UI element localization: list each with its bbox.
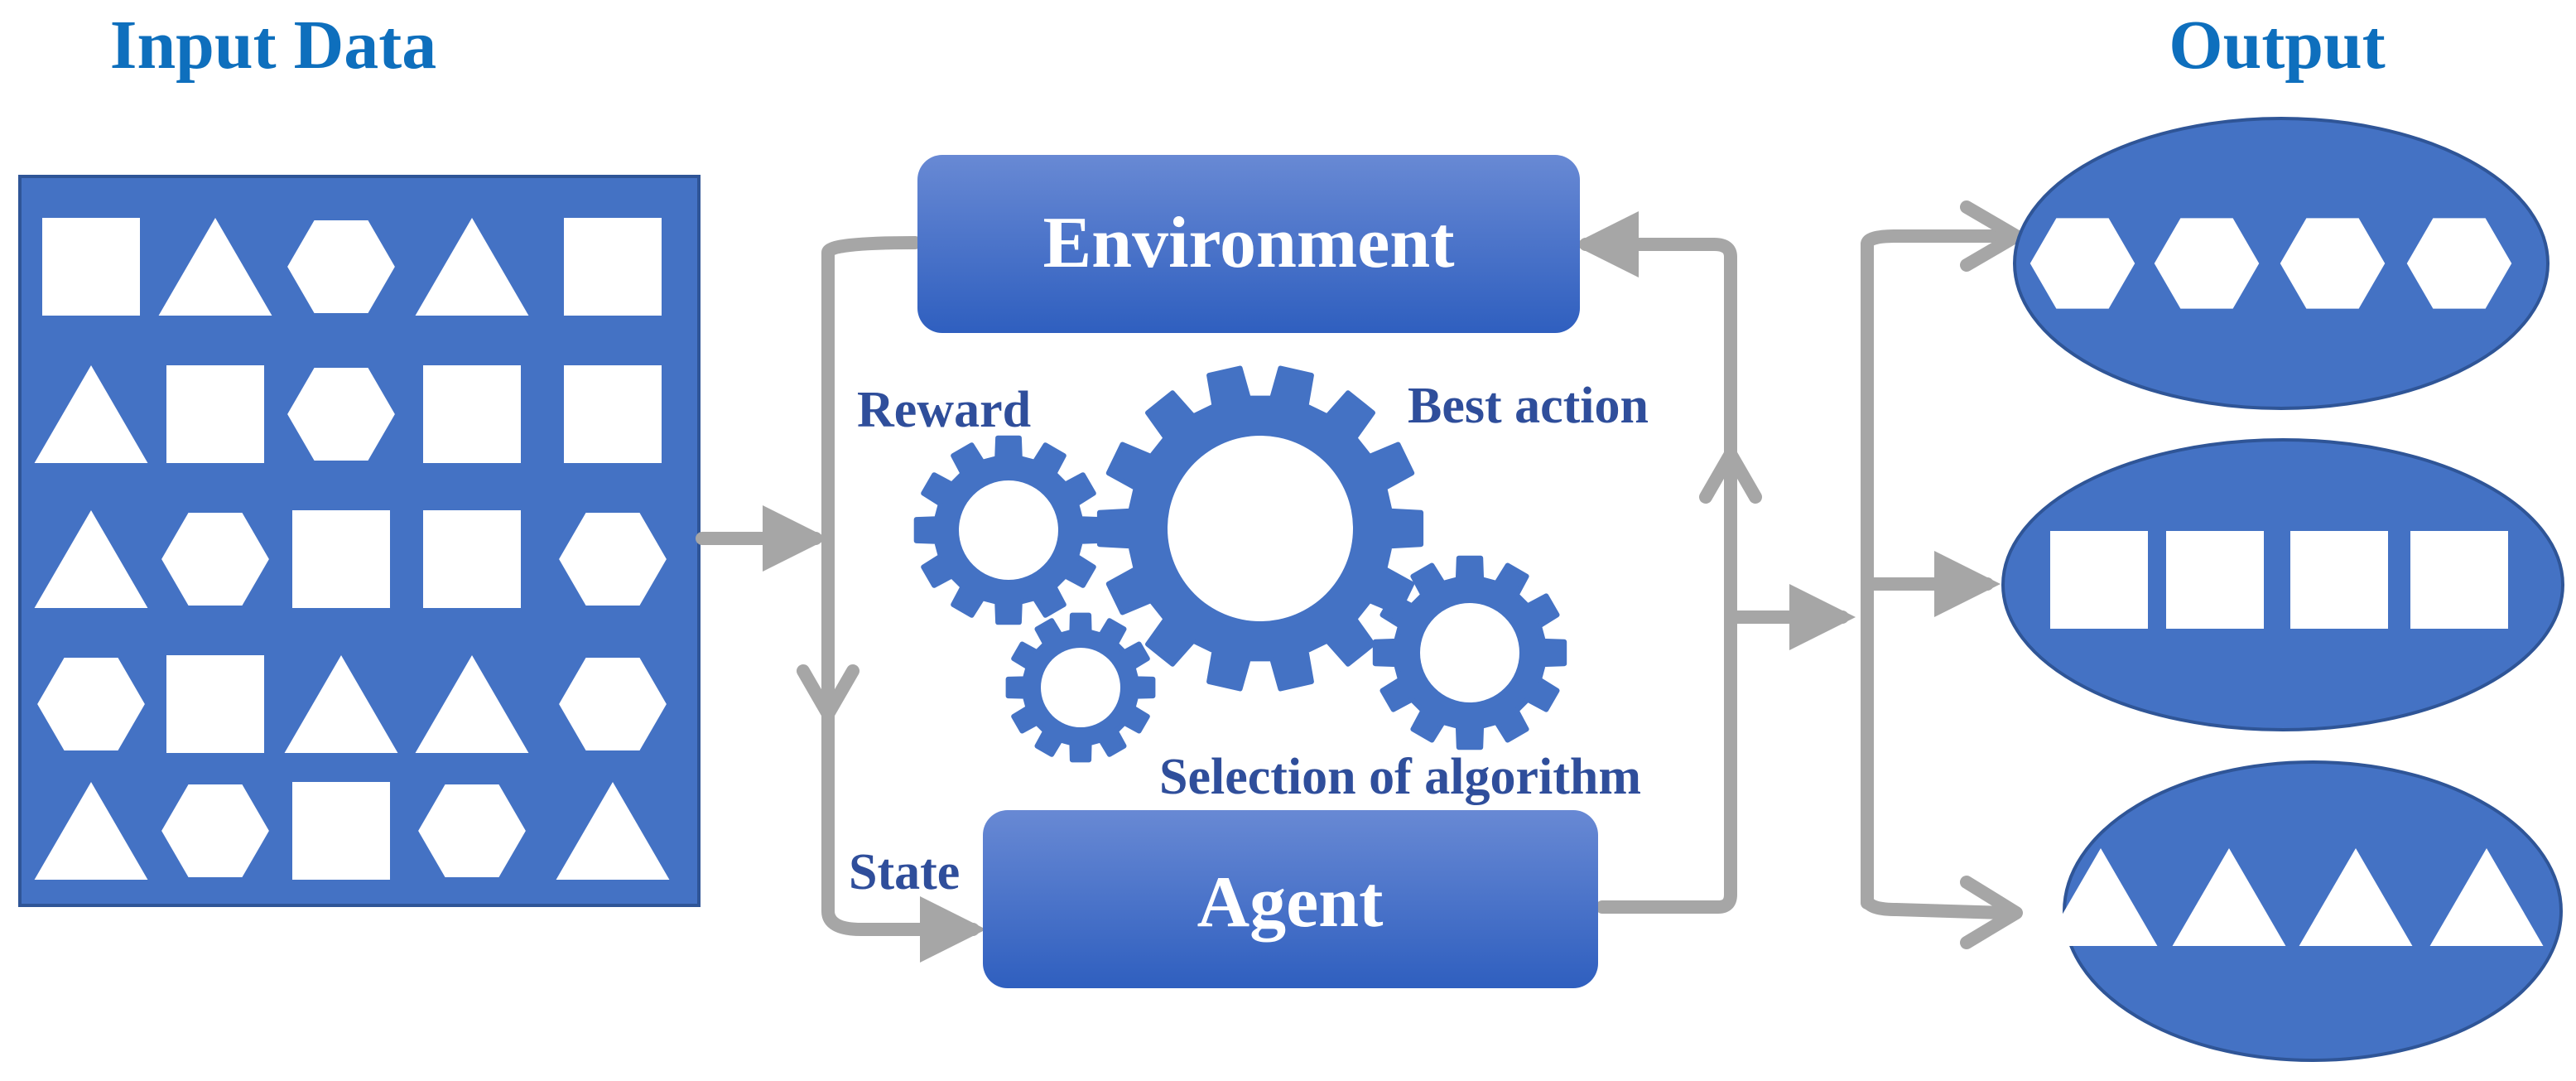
triangle-shape: [2429, 848, 2544, 946]
right-gear-icon: [1372, 555, 1567, 750]
branch-bottom-arrow: [1861, 892, 2010, 919]
hexagon-shape: [2154, 218, 2260, 309]
triangle-shape: [34, 365, 148, 463]
square-shape: [564, 218, 662, 316]
agent-label: Agent: [1197, 862, 1384, 943]
hexagon-shape: [287, 367, 395, 461]
branch-bottom-chevron: [1960, 876, 2023, 949]
triangle-shape: [34, 510, 148, 608]
environment-box: [917, 155, 1580, 333]
triangle-shape: [415, 655, 529, 753]
hexagon-shape: [2030, 218, 2135, 309]
hexagon-shape: [161, 512, 269, 606]
triangle-shape: [415, 218, 529, 316]
square-shape: [292, 782, 390, 880]
square-shape: [2290, 531, 2388, 629]
connector-lines: [696, 200, 2023, 963]
square-shape: [2050, 531, 2148, 629]
triangle-shape: [2299, 848, 2413, 946]
output-title: Output: [2169, 7, 2385, 84]
triangle-shape: [158, 218, 272, 316]
selection-label: Selection of algorithm: [1159, 749, 1641, 805]
gears-group: [913, 365, 1567, 763]
hexagon-shape: [37, 657, 145, 751]
down-chevron: [797, 664, 859, 721]
hexagon-shape: [559, 657, 667, 751]
agent-box: [983, 810, 1598, 988]
environment-label: Environment: [1042, 203, 1454, 283]
left-gear-icon: [913, 435, 1104, 625]
input-shape-grid: [34, 218, 670, 880]
triangle-shape: [2044, 848, 2158, 946]
triangle-shape: [556, 782, 670, 880]
output-shape-groups: [2030, 218, 2544, 946]
square-shape: [166, 365, 264, 463]
large-gear-icon: [1096, 365, 1424, 692]
hexagon-shape: [418, 784, 526, 878]
square-shape: [423, 510, 521, 608]
square-shape: [2410, 531, 2508, 629]
reward-label: Reward: [857, 382, 1031, 438]
hexagon-shape: [161, 784, 269, 878]
triangle-shape: [284, 655, 398, 753]
triangle-shape: [2172, 848, 2286, 946]
square-shape: [2166, 531, 2264, 629]
hexagon-shape: [2406, 218, 2512, 309]
output-ellipse-squares: [2001, 438, 2564, 731]
hexagon-shape: [287, 220, 395, 314]
branch-top-arrow: [1861, 229, 2010, 251]
triangle-shape: [34, 782, 148, 880]
best-action-label: Best action: [1408, 378, 1649, 434]
hexagon-shape: [559, 512, 667, 606]
hexagon-shape: [2280, 218, 2386, 309]
state-label: State: [849, 844, 960, 900]
branch-top-chevron: [1960, 200, 2023, 272]
square-shape: [423, 365, 521, 463]
state-loop-line: [821, 236, 986, 963]
input-data-title: Input Data: [110, 7, 436, 84]
square-shape: [292, 510, 390, 608]
square-shape: [166, 655, 264, 753]
square-shape: [42, 218, 140, 316]
up-chevron: [1699, 447, 1762, 504]
square-shape: [564, 365, 662, 463]
action-loop-line: [1572, 211, 1737, 914]
bottom-gear-icon: [1005, 612, 1156, 763]
